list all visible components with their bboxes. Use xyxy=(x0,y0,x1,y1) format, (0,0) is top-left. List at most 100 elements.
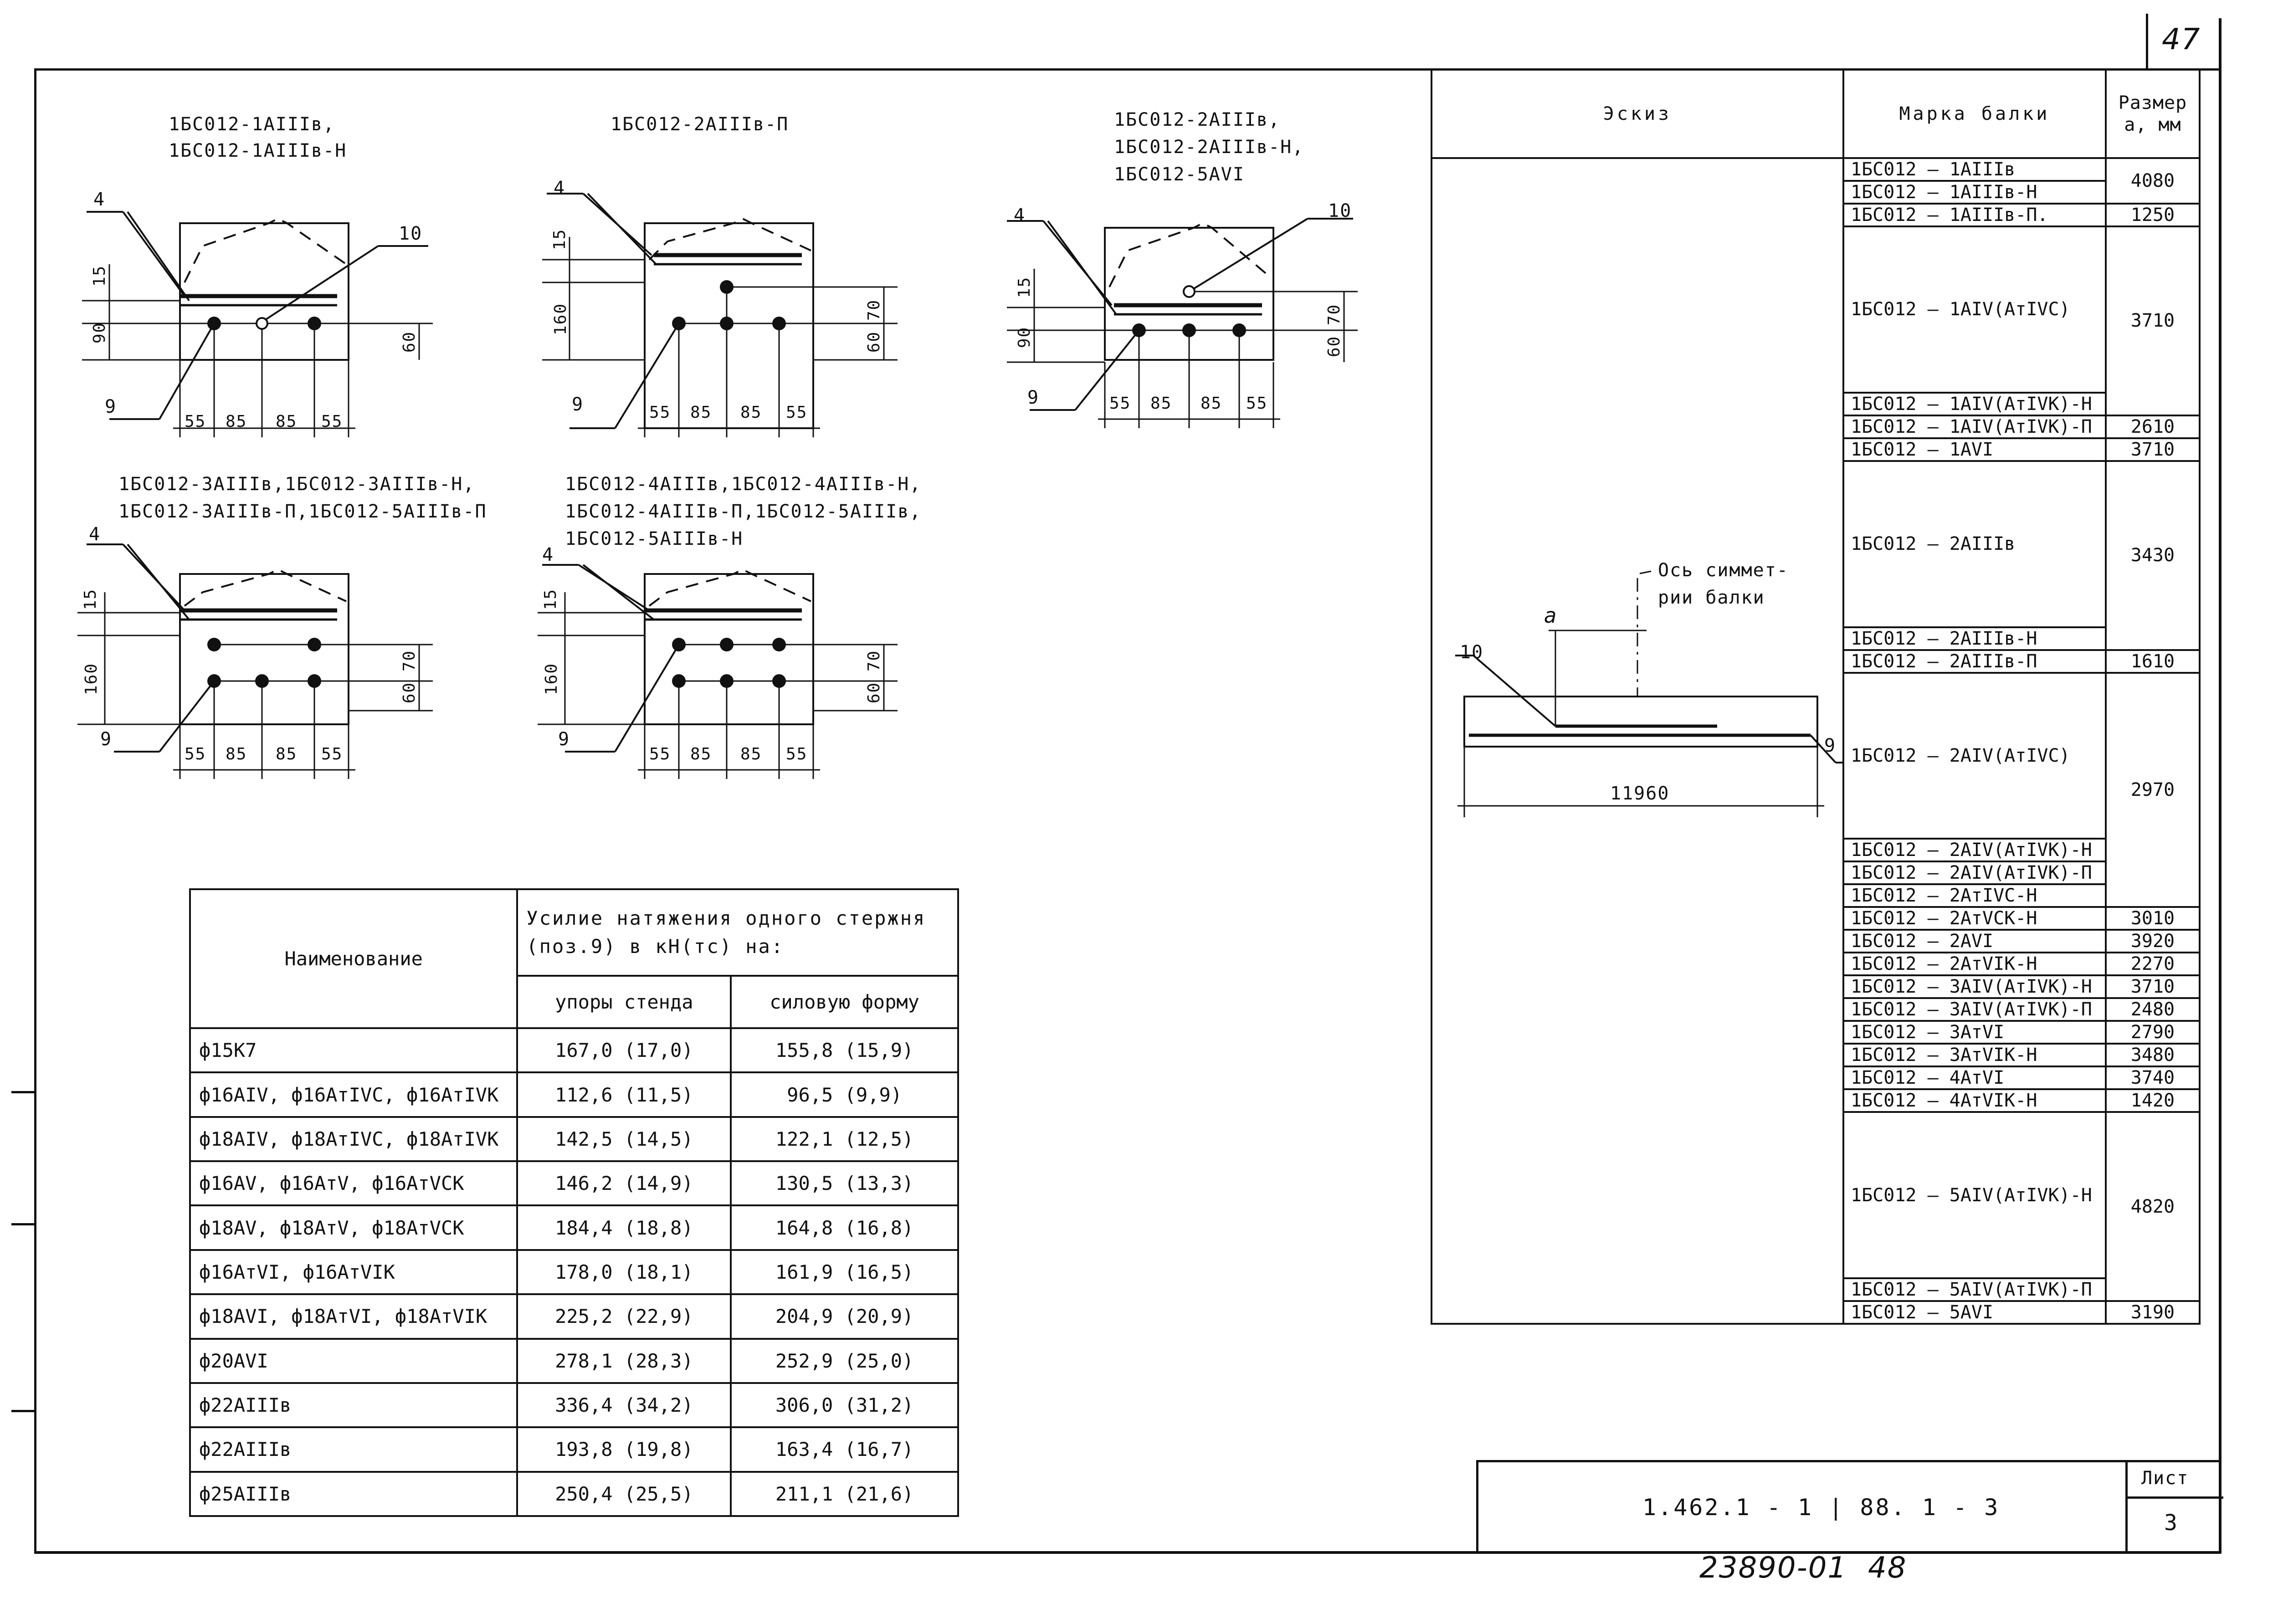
margin-tick xyxy=(11,1223,36,1225)
mark-cell: 1БС012 – 2АIIIв-Н xyxy=(1842,626,2107,651)
dim-160: 160 xyxy=(542,662,561,696)
cell-form: 252,9 (25,0) xyxy=(730,1337,959,1384)
dim-15: 15 xyxy=(90,265,109,287)
callout-9: 9 xyxy=(558,729,570,750)
dim-160: 160 xyxy=(82,662,101,696)
dim-85-left: 85 xyxy=(690,403,712,422)
force-col-name: Наименование xyxy=(189,888,518,1029)
size-cell: 3430 xyxy=(2104,460,2201,651)
callout-10: 10 xyxy=(399,223,423,244)
mark-cell: 1БС012 – 2АтVСК-Н xyxy=(1842,906,2107,931)
dim-60: 60 xyxy=(400,681,419,704)
cell-form: 204,9 (20,9) xyxy=(730,1293,959,1340)
beam-callout-9: 9 xyxy=(1824,735,1837,756)
margin-tick xyxy=(11,1091,36,1093)
beam-sketch: 10 9 а Ось симмет- рии балки 11960 xyxy=(1432,159,1842,1323)
section-3: 1БС012-2АIIIв, 1БС012-2АIIIв-Н, 1БС012-5… xyxy=(993,109,1403,456)
section-5-title-3: 1БС012-5АIIIв-Н xyxy=(565,528,744,549)
cell-name: ф22АIIIв xyxy=(189,1382,518,1429)
cell-form: 155,8 (15,9) xyxy=(730,1027,959,1074)
section-5-drawing xyxy=(538,564,898,779)
margin-tick xyxy=(11,1410,36,1412)
size-cell: 3710 xyxy=(2104,974,2201,999)
size-cell: 3480 xyxy=(2104,1043,2201,1068)
table-row: 1БС012 – 5АIV(АтIVК)-П xyxy=(1431,1277,2200,1302)
size-cell: 3710 xyxy=(2104,225,2201,416)
dim-160: 160 xyxy=(551,302,570,336)
beam-callout-10: 10 xyxy=(1460,642,1484,663)
section-4-title-1: 1БС012-3АIIIв,1БС012-3АIIIв-Н, xyxy=(118,474,475,495)
section-3-title-2: 1БС012-2АIIIв-Н, xyxy=(1114,137,1304,158)
size-cell: 1250 xyxy=(2104,203,2201,227)
mark-cell: 1БС012 – 2АIV(АтIVС) xyxy=(1842,671,2107,840)
size-cell: 4080 xyxy=(2104,157,2201,205)
cell-name: ф15К7 xyxy=(189,1027,518,1074)
callout-9: 9 xyxy=(572,394,584,415)
marks-table: Эскиз Марка балки Размер а, мм xyxy=(1431,68,2201,1325)
dim-55-right: 55 xyxy=(321,745,343,763)
callout-9: 9 xyxy=(1027,387,1040,408)
cell-form: 130,5 (13,3) xyxy=(730,1160,959,1207)
dim-55-right: 55 xyxy=(786,403,808,422)
cell-form: 164,8 (16,8) xyxy=(730,1204,959,1251)
size-cell: 4820 xyxy=(2104,1111,2201,1302)
inventory-number: 23890-01 xyxy=(1699,1551,1847,1585)
dim-85-left: 85 xyxy=(1150,394,1172,413)
mark-cell: 1БС012 – 1АIIIв-П. xyxy=(1842,203,2107,227)
dim-15: 15 xyxy=(550,228,570,251)
section-4-drawing xyxy=(77,543,433,779)
cell-stand: 178,0 (18,1) xyxy=(516,1249,732,1296)
section-4: 1БС012-3АIIIв,1БС012-3АIIIв-Н, 1БС012-3А… xyxy=(68,469,486,788)
section-1-title-2: 1БС012-1АIIIв-Н xyxy=(169,140,347,161)
mark-cell: 1БС012 – 2АIIIв-П xyxy=(1842,649,2107,674)
cell-stand: 142,5 (14,5) xyxy=(516,1116,732,1163)
dim-85-left: 85 xyxy=(690,745,712,763)
section-3-title-1: 1БС012-2АIIIв, xyxy=(1114,109,1281,130)
dim-15: 15 xyxy=(541,588,560,610)
table-row: 1БС012 – 1АIV(АтIVС)3710 xyxy=(1431,225,2201,416)
size-cell: 2790 xyxy=(2104,1020,2201,1045)
section-1-drawing xyxy=(82,211,433,437)
dim-55-left: 55 xyxy=(649,403,671,422)
table-row: 1БС012 – 2АIIIв-Н xyxy=(1431,626,2200,651)
dim-85-right: 85 xyxy=(740,745,762,763)
mark-cell: 1БС012 – 1АIV(АтIVС) xyxy=(1842,225,2107,394)
cell-name: ф18АIV, ф18АтIVС, ф18АтIVК xyxy=(189,1116,518,1163)
mark-cell: 1БС012 – 2АтVIК-Н xyxy=(1842,952,2107,977)
mark-cell: 1БС012 – 2АVI xyxy=(1842,929,2107,954)
cell-stand: 225,2 (22,9) xyxy=(516,1293,732,1340)
dim-55-right: 55 xyxy=(786,745,808,763)
marks-col-size: Размер а, мм xyxy=(2104,68,2201,159)
dim-60: 60 xyxy=(1325,335,1344,358)
cell-name: ф18АV, ф18АтV, ф18АтVСК xyxy=(189,1204,518,1251)
beam-sketch-drawing xyxy=(1455,570,1842,817)
sketch-cell: 10 9 а Ось симмет- рии балки 11960 xyxy=(1431,157,1844,1325)
sheet-label: Лист xyxy=(2141,1468,2189,1489)
force-col-force: Усилие натяжения одного стержня (поз.9) … xyxy=(516,888,959,977)
table-row: 1БС012 – 1АIV(АтIVК)-Н xyxy=(1431,391,2200,416)
mark-cell: 1БС012 – 3АтVI xyxy=(1842,1020,2107,1045)
mark-cell: 1БС012 – 4АтVI xyxy=(1842,1066,2107,1091)
sheet-box-divider xyxy=(2128,1496,2223,1499)
dim-90: 90 xyxy=(90,322,109,344)
callout-4: 4 xyxy=(542,544,554,565)
callout-4: 4 xyxy=(554,178,566,199)
cell-name: ф16АтVI, ф16АтVIК xyxy=(189,1249,518,1296)
callout-4: 4 xyxy=(89,524,101,545)
beam-axis-label-1: Ось симмет- xyxy=(1658,560,1789,581)
mark-cell: 1БС012 – 5АIV(АтIVК)-Н xyxy=(1842,1111,2107,1279)
dim-70: 70 xyxy=(865,299,884,321)
dim-55-right: 55 xyxy=(321,412,343,431)
frame-bottom xyxy=(34,1551,2221,1554)
mark-cell: 1БС012 – 3АтVIК-Н xyxy=(1842,1043,2107,1068)
cell-stand: 336,4 (34,2) xyxy=(516,1382,732,1429)
dim-85-left: 85 xyxy=(226,745,247,763)
